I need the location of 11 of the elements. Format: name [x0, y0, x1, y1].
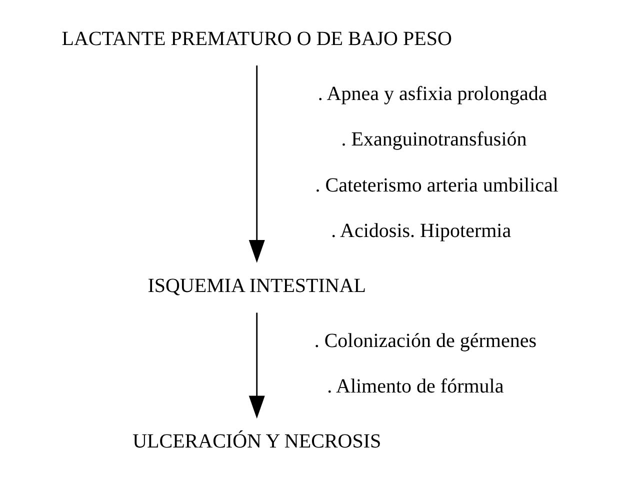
node-text: LACTANTE PREMATURO O DE BAJO PESO [62, 28, 452, 50]
label: . Alimento de fórmula [327, 376, 504, 398]
label: . Exanguinotransfusión [341, 128, 527, 151]
label: . Apnea y asfixia prolongada [318, 82, 548, 105]
label: . Acidosis. Hipotermia [331, 220, 512, 242]
node-text: ISQUEMIA INTESTINAL [148, 275, 366, 297]
node-text: ULCERACIÓN Y NECROSIS [132, 430, 382, 453]
arrow [248, 312, 265, 419]
label: . Colonización de gérmenes [314, 330, 537, 352]
arrow [248, 66, 265, 263]
label: . Cateterismo arteria umbilical [315, 174, 558, 196]
